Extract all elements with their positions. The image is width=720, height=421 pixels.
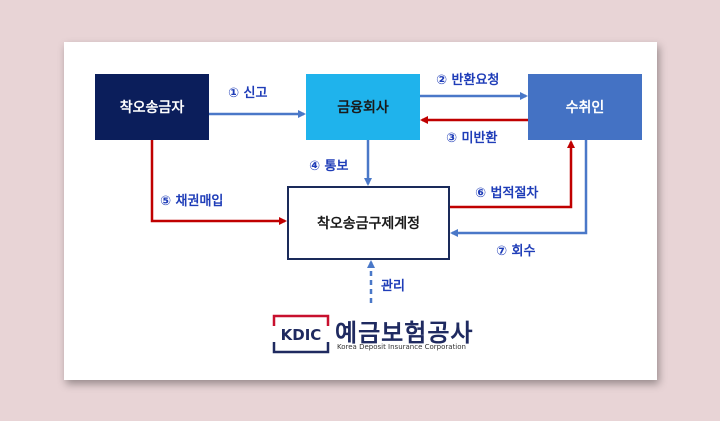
label-notify: ④ 통보	[309, 159, 349, 174]
label-recovery: ⑦ 회수	[496, 244, 536, 259]
label-legal-procedure: ⑥ 법적절차	[475, 186, 539, 201]
logo-name: 예금보험공사	[335, 319, 474, 347]
node-account: 착오송금구제계정	[287, 186, 450, 260]
arrow-legal-procedure	[450, 140, 575, 209]
node-bank: 금융회사	[306, 74, 420, 140]
node-recipient: 수취인	[528, 74, 642, 140]
arrow-purchase-claim	[150, 140, 287, 225]
label-return-request: ② 반환요청	[436, 73, 500, 88]
label-purchase-claim: ⑤ 채권매입	[160, 194, 224, 209]
logo-subtitle: Korea Deposit Insurance Corporation	[337, 343, 466, 351]
node-sender: 착오송금자	[95, 74, 209, 140]
label-manage: 관리	[381, 279, 405, 294]
label-non-return: ③ 미반환	[446, 131, 498, 146]
label-report: ① 신고	[228, 86, 268, 101]
arrow-recovery	[450, 140, 588, 237]
kdic-logo-icon: KDIC	[272, 314, 330, 354]
logo-mark-text: KDIC	[281, 326, 322, 344]
